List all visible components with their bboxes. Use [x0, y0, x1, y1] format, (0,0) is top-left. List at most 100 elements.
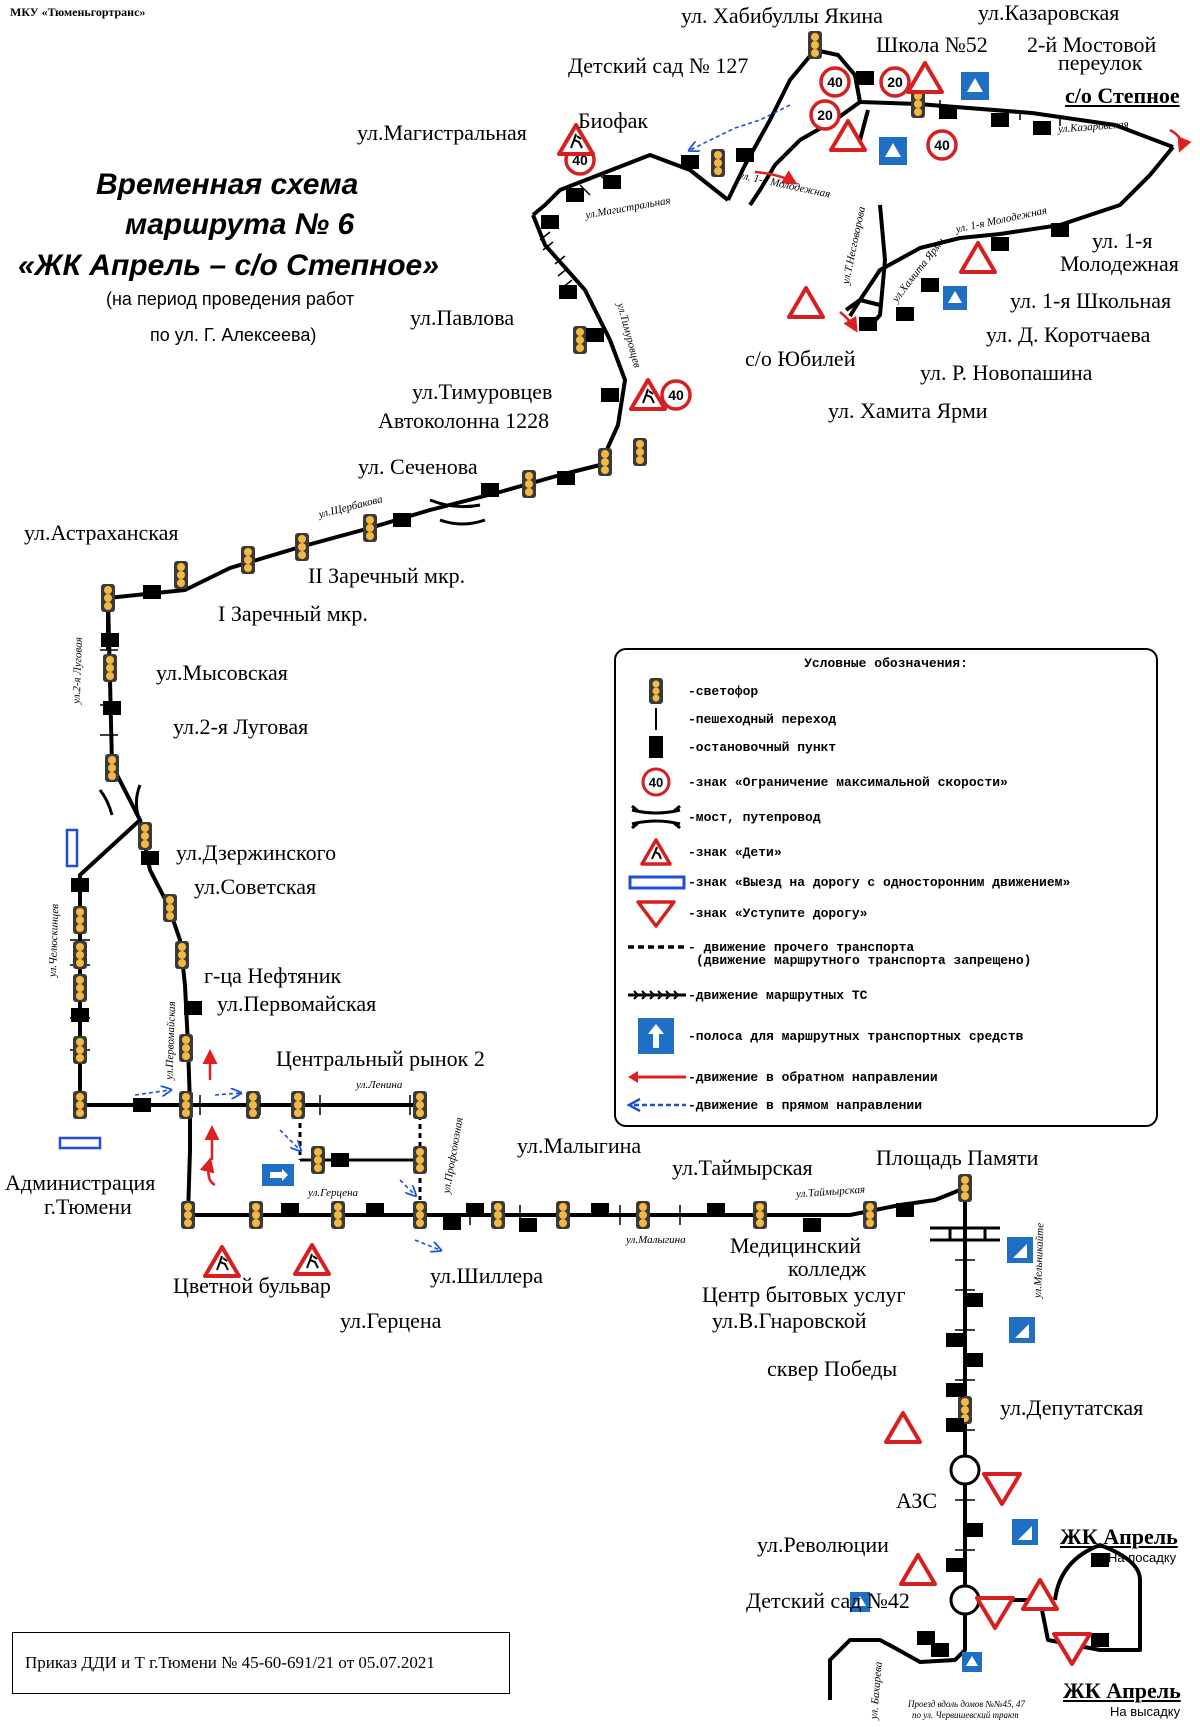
street-proezd-2: по ул. Червишевский тракт [912, 1710, 1019, 1720]
stop-label-ploshchad: Площадь Памяти [876, 1145, 1039, 1170]
speed-limit-icon: 40 [641, 767, 671, 797]
terminal-note-alight: На высадку [1110, 1704, 1181, 1719]
stop-label-mysovskaya: ул.Мысовская [156, 660, 288, 685]
legend-item-other-traffic-note: (движение маршрутного транспорта запреще… [696, 953, 1032, 968]
legend-item-stop: -остановочный пункт [624, 732, 836, 762]
stop-label-revolyutsii: ул.Революции [757, 1532, 889, 1557]
stop-label-biofak: Биофак [578, 108, 649, 133]
stop-label-malygina: ул.Малыгина [517, 1133, 642, 1158]
title-line3: «ЖК Апрель – с/о Степное» [18, 249, 439, 282]
stop-label-kindergarten42: Детский сад №42 [746, 1588, 910, 1613]
legend: Условные обозначения: -светофор -пешеход… [614, 648, 1158, 1127]
stop-label-zarechny1: I Заречный мкр. [218, 601, 368, 626]
legend-item-reverse: -движение в обратном направлении [624, 1062, 938, 1092]
title-line1: Временная схема [96, 168, 359, 201]
legend-item-other-traffic: - движение прочего транспорта [624, 932, 914, 962]
bus-route-icon [628, 990, 686, 1000]
stop-label-mostovoy-2: переулок [1058, 50, 1143, 75]
stop-label-admin-1: Администрация [5, 1170, 156, 1195]
stop-label-sechenova: ул. Сеченова [358, 454, 478, 479]
stop-label-lugovaya2: ул.2-я Луговая [173, 714, 309, 739]
street-lenina: ул.Ленина [356, 1079, 403, 1091]
reverse-arrow-icon [628, 1071, 686, 1083]
stop-label-zarechny2: II Заречный мкр. [308, 563, 466, 588]
svg-text:40: 40 [934, 137, 950, 153]
legend-item-speed: 40 -знак «Ограничение максимальной скоро… [624, 767, 1008, 797]
roundabout-2 [949, 1584, 981, 1616]
stop-label-school52: Школа №52 [876, 32, 988, 57]
legend-item-yield: -знак «Уступите дорогу» [624, 898, 867, 928]
stop-label-pavlova: ул.Павлова [410, 305, 515, 330]
dashed-line-icon [628, 945, 686, 949]
terminal-note-board: На посадку [1108, 1550, 1177, 1565]
crossing-icon [655, 708, 657, 730]
one-way-icon [628, 875, 686, 890]
stop-label-market2: Центральный рынок 2 [276, 1046, 485, 1071]
order-box: Приказ ДДИ и Т г.Тюмени № 45-60-691/21 о… [12, 1632, 510, 1694]
stop-label-admin-2: г.Тюмени [44, 1194, 132, 1219]
bridge-lugovaya [98, 784, 142, 816]
legend-item-bridge: -мост, путепровод [624, 802, 821, 832]
stop-label-pervomayskaya: ул.Первомайская [217, 991, 377, 1016]
bridge-ploshchad [930, 1226, 1000, 1242]
subtitle-line1: (на период проведения работ [106, 289, 355, 309]
legend-title: Условные обозначения: [804, 656, 968, 671]
speed-limit-signs: 40 20 20 40 40 40 [564, 66, 958, 411]
svg-text:40: 40 [572, 152, 588, 168]
order-text: Приказ ДДИ и Т г.Тюмени № 45-60-691/21 о… [25, 1653, 435, 1672]
stop-label-tsvetnoy: Цветной бульвар [173, 1273, 331, 1298]
bus-lane-icon [638, 1018, 674, 1054]
stop-label-avtokolonna: Автоколонна 1228 [378, 408, 550, 433]
reverse-arrows [199, 128, 1192, 1187]
legend-item-kids: -знак «Дети» [624, 837, 782, 867]
terminal-label-stepnoe: с/о Степное [1065, 83, 1180, 108]
stop-label-services: Центр бытовых услуг [702, 1282, 906, 1307]
traffic-light-icon [649, 678, 663, 704]
stop-label-timurovtsev: ул.Тимуровцев [412, 379, 553, 404]
legend-item-one-way: -знак «Выезд на дорогу с односторонним д… [624, 867, 1070, 897]
stop-label-novopashina: ул. Р. Новопашина [920, 360, 1093, 385]
title-line2: маршрута № 6 [125, 208, 355, 241]
forward-arrow-icon [626, 1097, 686, 1113]
svg-text:40: 40 [668, 387, 684, 403]
info-signs [262, 72, 1038, 1672]
stop-label-medcollege-2: колледж [788, 1256, 867, 1281]
stop-label-astrakhanskaya: ул.Астраханская [24, 520, 179, 545]
stop-label-sovetskaya: ул.Советская [194, 874, 317, 899]
svg-text:40: 40 [649, 775, 663, 790]
bridge-icon [631, 804, 681, 830]
legend-item-crossing: -пешеходный переход [624, 704, 836, 734]
stop-label-deputatskaya: ул.Депутатская [1000, 1395, 1144, 1420]
stop-label-molodezhnaya-1: ул. 1-я [1092, 228, 1153, 253]
legend-item-traffic-light: -светофор [624, 676, 758, 706]
stop-label-skver: сквер Победы [767, 1356, 898, 1381]
stop-label-kazarovskaya: ул.Казаровская [978, 0, 1120, 25]
roundabout-1 [949, 1454, 981, 1486]
organization-label: МКУ «Тюменьгортранс» [10, 5, 146, 19]
stop-icon [649, 736, 663, 758]
bridge-shcherbakova [429, 498, 486, 526]
stop-label-molodezhnaya-2: Молодежная [1060, 251, 1179, 276]
stop-label-gnarovskoy: ул.В.Гнаровской [712, 1308, 867, 1333]
speed-40: 40 [827, 74, 843, 90]
stop-label-medcollege-1: Медицинский [730, 1233, 862, 1258]
stop-label-mostovoy: 2-й Мостовой [1027, 32, 1157, 57]
stop-label-khabibully: ул. Хабибуллы Якина [681, 3, 883, 28]
subtitle-line2: по ул. Г. Алексеева) [150, 325, 317, 345]
street-malygina: ул.Малыгина [626, 1234, 686, 1246]
legend-item-forward: -движение в прямом направлении [624, 1090, 922, 1120]
street-gertsena: ул.Герцена [308, 1187, 359, 1199]
forward-arrows [134, 104, 791, 1250]
stop-label-gertsena: ул.Герцена [340, 1308, 442, 1333]
legend-item-bus-lane: -полоса для маршрутных транспортных сред… [624, 1016, 1023, 1056]
svg-text:20: 20 [817, 107, 833, 123]
stop-label-neftyanik: г-ца Нефтяник [204, 963, 342, 988]
stop-label-yubiley: с/о Юбилей [745, 346, 856, 371]
yield-sign-icon [636, 900, 676, 928]
street-proezd-1: Проезд вдоль домов №№45, 47 [908, 1699, 1025, 1709]
stop-label-azs: АЗС [896, 1488, 938, 1513]
kids-sign-icon [640, 838, 672, 866]
stop-label-shillera: ул.Шиллера [430, 1263, 543, 1288]
legend-item-bus-route: -движение маршрутных ТС [624, 980, 867, 1010]
